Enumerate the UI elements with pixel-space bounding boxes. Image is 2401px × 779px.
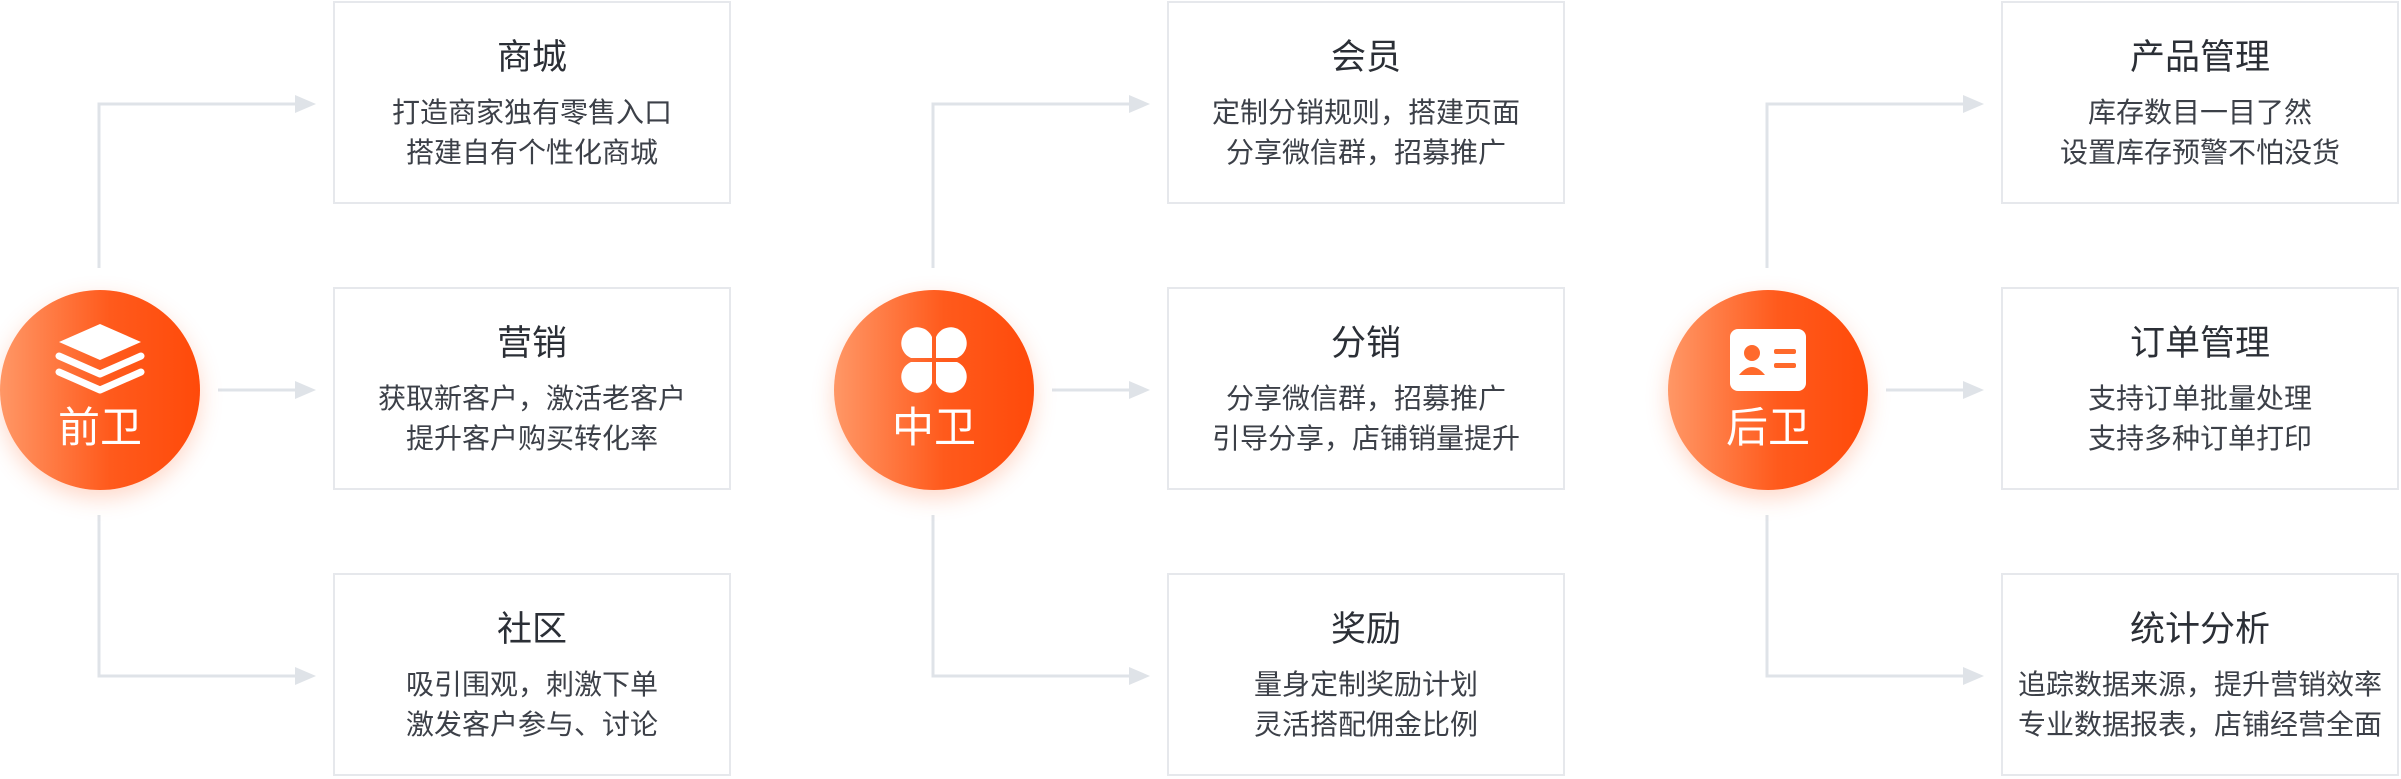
arrow-head (1963, 667, 1984, 685)
card-desc-line: 灵活搭配佣金比例 (1253, 708, 1478, 741)
clover-icon (889, 320, 979, 400)
connector-bottom-1 (97, 515, 307, 678)
card-desc-line: 专业数据报表，店铺经营全面 (2017, 708, 2382, 741)
card-desc-line: 量身定制奖励计划 (1253, 668, 1478, 701)
hub-back: 后卫 (1668, 290, 1868, 490)
card-statistics[interactable]: 统计分析 追踪数据来源，提升营销效率 专业数据报表，店铺经营全面 (2001, 573, 2399, 776)
arrow-head (1129, 95, 1150, 113)
card-mall[interactable]: 商城 打造商家独有零售入口 搭建自有个性化商城 (333, 1, 731, 204)
card-desc-line: 获取新客户，激活老客户 (377, 382, 686, 415)
arrow-head (1963, 381, 1984, 399)
card-marketing[interactable]: 营销 获取新客户，激活老客户 提升客户购买转化率 (333, 287, 731, 490)
card-title: 奖励 (1330, 610, 1401, 650)
card-desc-line: 搭建自有个性化商城 (405, 136, 658, 169)
card-desc-line: 分享微信群，招募推广 (1225, 382, 1506, 415)
id-card-icon (1723, 320, 1813, 400)
card-title: 订单管理 (2129, 324, 2270, 364)
card-desc-line: 定制分销规则，搭建页面 (1211, 96, 1520, 129)
card-product-management[interactable]: 产品管理 库存数目一目了然 设置库存预警不怕没货 (2001, 1, 2399, 204)
hub-label: 中卫 (891, 403, 976, 452)
card-member[interactable]: 会员 定制分销规则，搭建页面 分享微信群，招募推广 (1167, 1, 1565, 204)
card-desc-line: 追踪数据来源，提升营销效率 (2017, 668, 2382, 701)
hub-front: 前卫 (0, 290, 200, 490)
card-desc-line: 分享微信群，招募推广 (1225, 136, 1506, 169)
card-desc-line: 设置库存预警不怕没货 (2059, 136, 2340, 169)
card-title: 统计分析 (2129, 610, 2270, 650)
card-community[interactable]: 社区 吸引围观，刺激下单 激发客户参与、讨论 (333, 573, 731, 776)
arrow-head (1129, 381, 1150, 399)
card-title: 营销 (496, 324, 567, 364)
card-title: 商城 (496, 38, 567, 78)
connector-top-2 (931, 102, 1141, 268)
group-middle: 中卫 会员 定制分销规则，搭建页面 分享微信群，招募推广 分销 分享微信群，招募… (834, 0, 1574, 779)
group-front: 前卫 商城 打造商家独有零售入口 搭建自有个性化商城 营销 获取新客户，激活老客… (0, 0, 740, 779)
connector-bottom-2 (931, 515, 1141, 678)
arrow-head (295, 381, 316, 399)
card-desc-line: 吸引围观，刺激下单 (405, 668, 658, 701)
card-desc-line: 库存数目一目了然 (2087, 96, 2312, 129)
arrow-head (295, 95, 316, 113)
hub-label: 后卫 (1725, 403, 1810, 452)
connector-bottom-3 (1765, 515, 1975, 678)
card-distribution[interactable]: 分销 分享微信群，招募推广 引导分享，店铺销量提升 (1167, 287, 1565, 490)
connector-top-3 (1765, 102, 1975, 268)
arrow-head (1129, 667, 1150, 685)
card-title: 社区 (496, 610, 567, 650)
card-desc-line: 引导分享，店铺销量提升 (1211, 422, 1520, 455)
card-order-management[interactable]: 订单管理 支持订单批量处理 支持多种订单打印 (2001, 287, 2399, 490)
card-desc-line: 打造商家独有零售入口 (391, 96, 672, 129)
card-title: 分销 (1330, 324, 1401, 364)
layers-icon (55, 320, 145, 400)
card-desc-line: 支持多种订单打印 (2087, 422, 2312, 455)
connector-top-1 (97, 102, 307, 268)
hub-middle: 中卫 (834, 290, 1034, 490)
card-title: 产品管理 (2129, 38, 2270, 78)
card-desc-line: 提升客户购买转化率 (405, 422, 658, 455)
card-title: 会员 (1330, 38, 1401, 78)
arrow-head (295, 667, 316, 685)
card-reward[interactable]: 奖励 量身定制奖励计划 灵活搭配佣金比例 (1167, 573, 1565, 776)
card-desc-line: 激发客户参与、讨论 (405, 708, 658, 741)
hub-label: 前卫 (57, 403, 142, 452)
card-desc-line: 支持订单批量处理 (2087, 382, 2312, 415)
arrow-head (1963, 95, 1984, 113)
group-back: 后卫 产品管理 库存数目一目了然 设置库存预警不怕没货 订单管理 支持订单批量处… (1668, 0, 2401, 779)
